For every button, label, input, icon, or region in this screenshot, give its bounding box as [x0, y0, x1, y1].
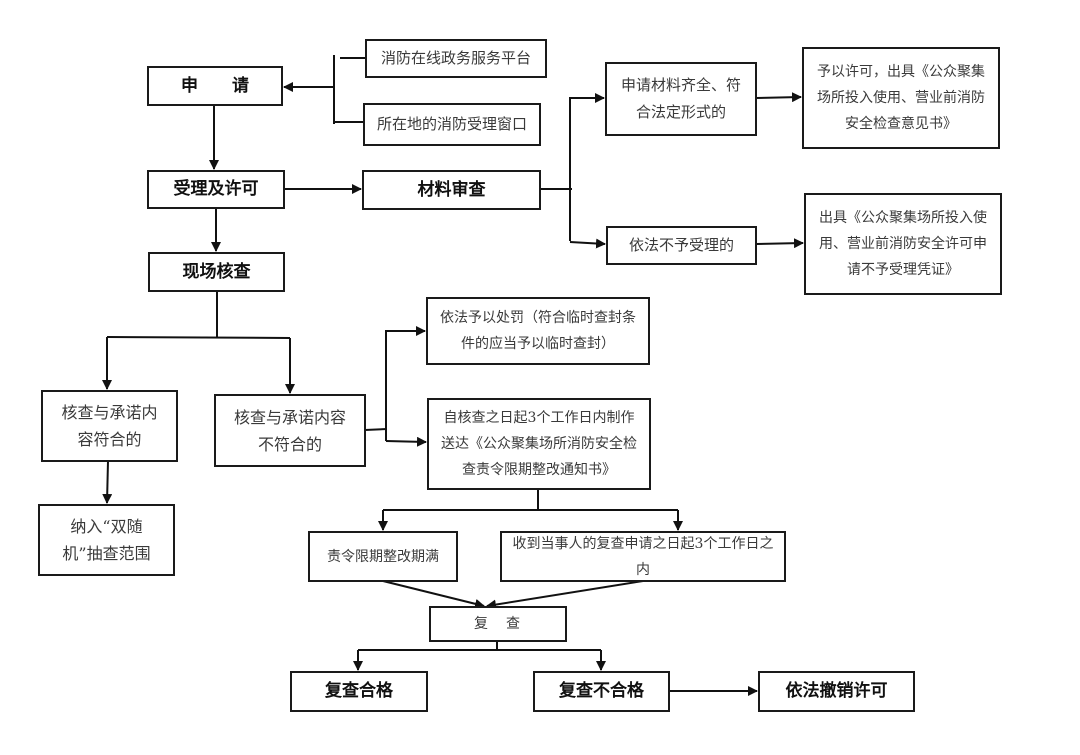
node-site-inspection: 现场核查 [148, 252, 285, 292]
node-grant-permit: 予以许可，出具《公众聚集场所投入使用、营业前消防安全检查意见书》 [802, 47, 1000, 149]
node-fail: 复查不合格 [533, 671, 670, 712]
arrow-request-reinspect [486, 580, 644, 610]
node-revoke: 依法撤销许可 [758, 671, 915, 712]
node-reinspect-request: 收到当事人的复查申请之日起3个工作日之内 [500, 531, 786, 582]
arrow-to-notaccepted [569, 238, 606, 249]
node-issue-rejection: 出具《公众聚集场所投入使用、营业前消防安全许可申请不予受理凭证》 [804, 193, 1002, 295]
line-site-branch [106, 336, 291, 339]
arrow-expired-reinspect [382, 580, 485, 609]
node-not-accepted: 依法不予受理的 [606, 226, 757, 265]
node-consistent: 核查与承诺内容符合的 [41, 390, 178, 462]
node-random-check: 纳入“双随机”抽查范围 [38, 504, 175, 576]
node-deadline-expired: 责令限期整改期满 [308, 531, 458, 582]
arrow-consistent-random [102, 460, 113, 504]
line-inconsistent-out [364, 428, 388, 431]
node-apply: 申 请 [147, 66, 283, 106]
node-materials-complete: 申请材料齐全、符合法定形式的 [605, 62, 757, 136]
node-channel-window: 所在地的消防受理窗口 [363, 103, 541, 146]
node-rectify-notice: 自核查之日起3个工作日内制作送达《公众聚集场所消防安全检查责令限期整改通知书》 [427, 398, 651, 490]
node-material-review: 材料审查 [362, 170, 541, 210]
node-accept-permit: 受理及许可 [147, 170, 285, 209]
arrow-complete-grant [755, 92, 802, 103]
node-penalty: 依法予以处罚（符合临时查封条件的应当予以临时查封） [426, 297, 650, 365]
node-inconsistent: 核查与承诺内容不符合的 [214, 394, 366, 467]
arrow-notaccepted-reject [755, 238, 804, 249]
node-reinspection: 复 查 [429, 606, 567, 642]
node-pass: 复查合格 [290, 671, 428, 712]
arrow-to-notice [385, 436, 427, 447]
node-channel-online: 消防在线政务服务平台 [365, 39, 547, 78]
